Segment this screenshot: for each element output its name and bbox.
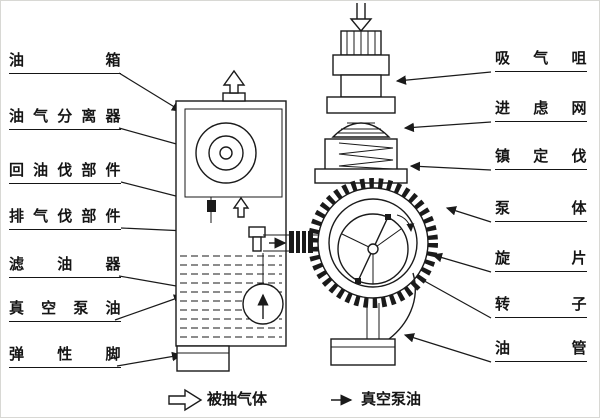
exhaust-valve-assembly [248, 226, 319, 253]
legend-oil-label: 真空泵油 [361, 391, 422, 408]
oil-pipe-shape [388, 272, 416, 340]
suction-nozzle-assembly [314, 3, 408, 184]
label-rotary-vane: 旋片 [495, 249, 587, 272]
ballast-valve-housing [324, 138, 398, 172]
gas-in-arrow-icon [349, 18, 373, 33]
elastic-foot-shape [176, 345, 230, 372]
label-oil-return-valve: 回油伐部件 [9, 161, 121, 184]
exhaust-stub [222, 92, 246, 102]
label-inlet-screen: 进虑网 [495, 99, 587, 122]
cooling-fins-shape [308, 178, 438, 308]
label-elastic-foot: 弹性脚 [9, 345, 121, 368]
legend-gas-label: 被抽气体 [207, 391, 268, 408]
label-oil-gas-separator: 油气分离器 [9, 107, 121, 130]
label-oil-pipe: 油管 [495, 339, 587, 362]
oil-tank-shape [175, 69, 287, 372]
legend-hollow-arrow-icon [168, 388, 203, 412]
label-vacuum-pump-oil: 真空泵油 [9, 299, 121, 322]
label-rotor: 转子 [495, 295, 587, 318]
label-exhaust-valve: 排气伐部件 [9, 207, 121, 230]
stator-bore-shape [328, 198, 418, 288]
shaft-hub-shape [367, 243, 379, 255]
gas-flow-arrow-icon [232, 196, 250, 218]
oil-gas-separator-shape [195, 122, 257, 184]
spring-shape [338, 142, 394, 170]
legend-symbols [168, 388, 353, 412]
rotation-arrow-icon [396, 214, 415, 232]
inlet-screen-shape [331, 122, 391, 138]
label-suction-nozzle: 吸气咀 [495, 49, 587, 72]
pump-body-assembly [308, 178, 438, 366]
label-oil-tank: 油箱 [9, 51, 121, 74]
label-gas-ballast-valve: 镇定伐 [495, 147, 587, 170]
gas-out-arrow-icon [222, 69, 246, 94]
pump-base-shape [330, 338, 396, 366]
separator-housing [184, 108, 283, 198]
label-oil-filter: 滤油器 [9, 255, 121, 278]
label-pump-body: 泵体 [495, 199, 587, 222]
oil-level-shape [180, 255, 282, 338]
